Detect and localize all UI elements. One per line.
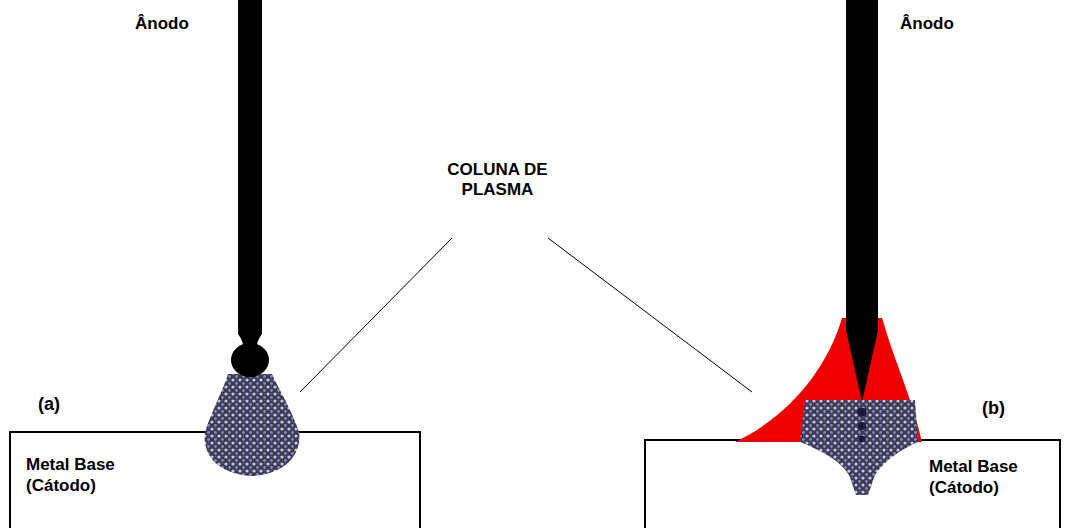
- base-metal-box: Metal Base (Cátodo): [645, 440, 1060, 528]
- node-label: Metal Base (Cátodo): [26, 454, 146, 497]
- part-label: Ânodo: [900, 14, 1010, 34]
- droplet-a: [231, 343, 269, 377]
- droplet-b: [858, 408, 867, 417]
- part-label: (b): [982, 398, 1032, 420]
- electrode-b: [846, 0, 878, 402]
- leader-line: [300, 238, 452, 392]
- droplet-b: [858, 422, 866, 430]
- part-label: Ânodo: [135, 14, 245, 34]
- part-label: (a): [38, 394, 88, 416]
- electrode-a: [238, 0, 262, 348]
- node-label: Metal Base (Cátodo): [929, 456, 1051, 499]
- droplet-b: [859, 436, 866, 443]
- plasma-a: [205, 374, 300, 476]
- plasma-b: [800, 400, 918, 495]
- base-metal-box: Metal Base (Cátodo): [10, 432, 420, 528]
- callout-label: COLUNA DE PLASMA: [440, 160, 555, 201]
- leader-line: [548, 238, 752, 392]
